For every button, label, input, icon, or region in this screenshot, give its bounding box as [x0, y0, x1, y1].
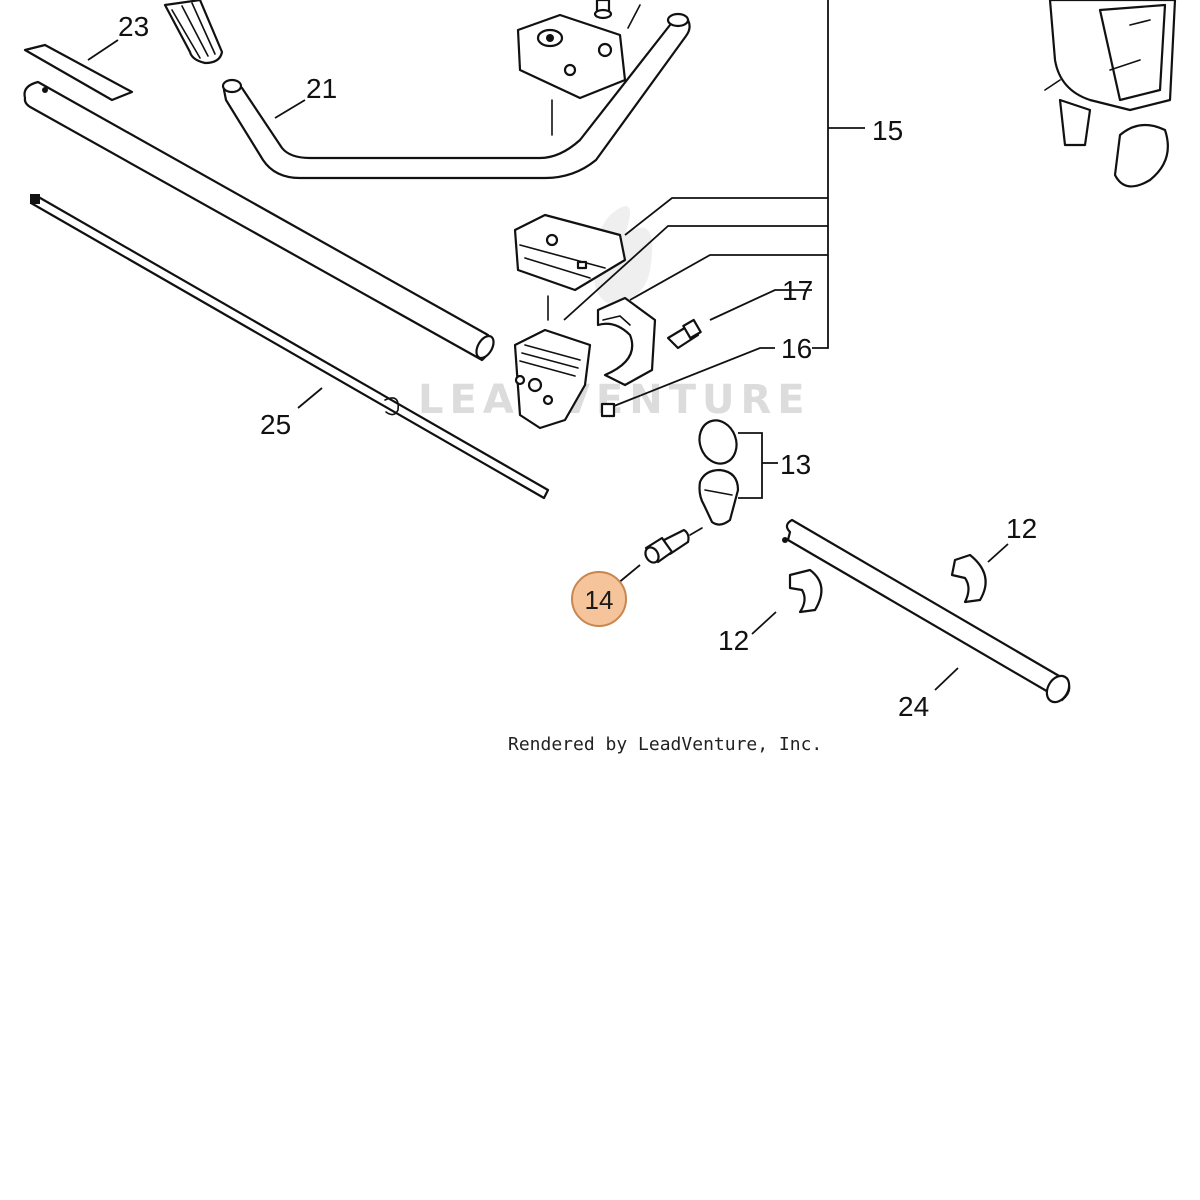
highlight-circle — [571, 571, 627, 627]
screw-top[interactable] — [593, 0, 641, 29]
callout-14-highlighted[interactable]: 14 — [571, 571, 627, 627]
nut-part-16[interactable] — [600, 402, 616, 418]
part-12-clip-b[interactable] — [950, 553, 987, 604]
callout-12-right[interactable]: 12 — [1006, 513, 1037, 544]
callout-13[interactable]: 13 — [780, 449, 811, 480]
clamp-half[interactable] — [596, 296, 657, 387]
bolt-part-17[interactable] — [666, 318, 702, 350]
callout-14: 14 — [585, 585, 614, 615]
clamp-lower[interactable] — [513, 328, 592, 430]
part-25-main-tube[interactable] — [23, 80, 498, 362]
callout-17[interactable]: 17 — [782, 275, 813, 306]
callout-24[interactable]: 24 — [898, 691, 929, 722]
leader-lines — [87, 0, 1009, 691]
part-24-tube[interactable] — [782, 518, 1074, 706]
callout-15[interactable]: 15 — [872, 115, 903, 146]
part-12-clip-a[interactable] — [788, 568, 823, 614]
shoulder-harness[interactable] — [1044, 0, 1177, 188]
part-13-clamp-ring[interactable] — [694, 415, 743, 526]
part-14-bolt[interactable] — [643, 527, 703, 565]
callout-labels: 23 21 15 17 16 25 13 12 12 24 — [118, 11, 1037, 722]
footer-credit: Rendered by LeadVenture, Inc. — [508, 734, 822, 755]
callout-25[interactable]: 25 — [260, 409, 291, 440]
callout-16[interactable]: 16 — [781, 333, 812, 364]
clamp-upper-half[interactable] — [513, 213, 627, 321]
grip-handle[interactable] — [163, 0, 224, 65]
part-21-handlebar[interactable] — [221, 12, 691, 180]
callout-23[interactable]: 23 — [118, 11, 149, 42]
handle-clamp-top[interactable] — [516, 13, 627, 136]
drive-shaft[interactable] — [29, 193, 550, 500]
callout-21[interactable]: 21 — [306, 73, 337, 104]
callout-12-left[interactable]: 12 — [718, 625, 749, 656]
part-23-decal[interactable] — [23, 43, 134, 102]
